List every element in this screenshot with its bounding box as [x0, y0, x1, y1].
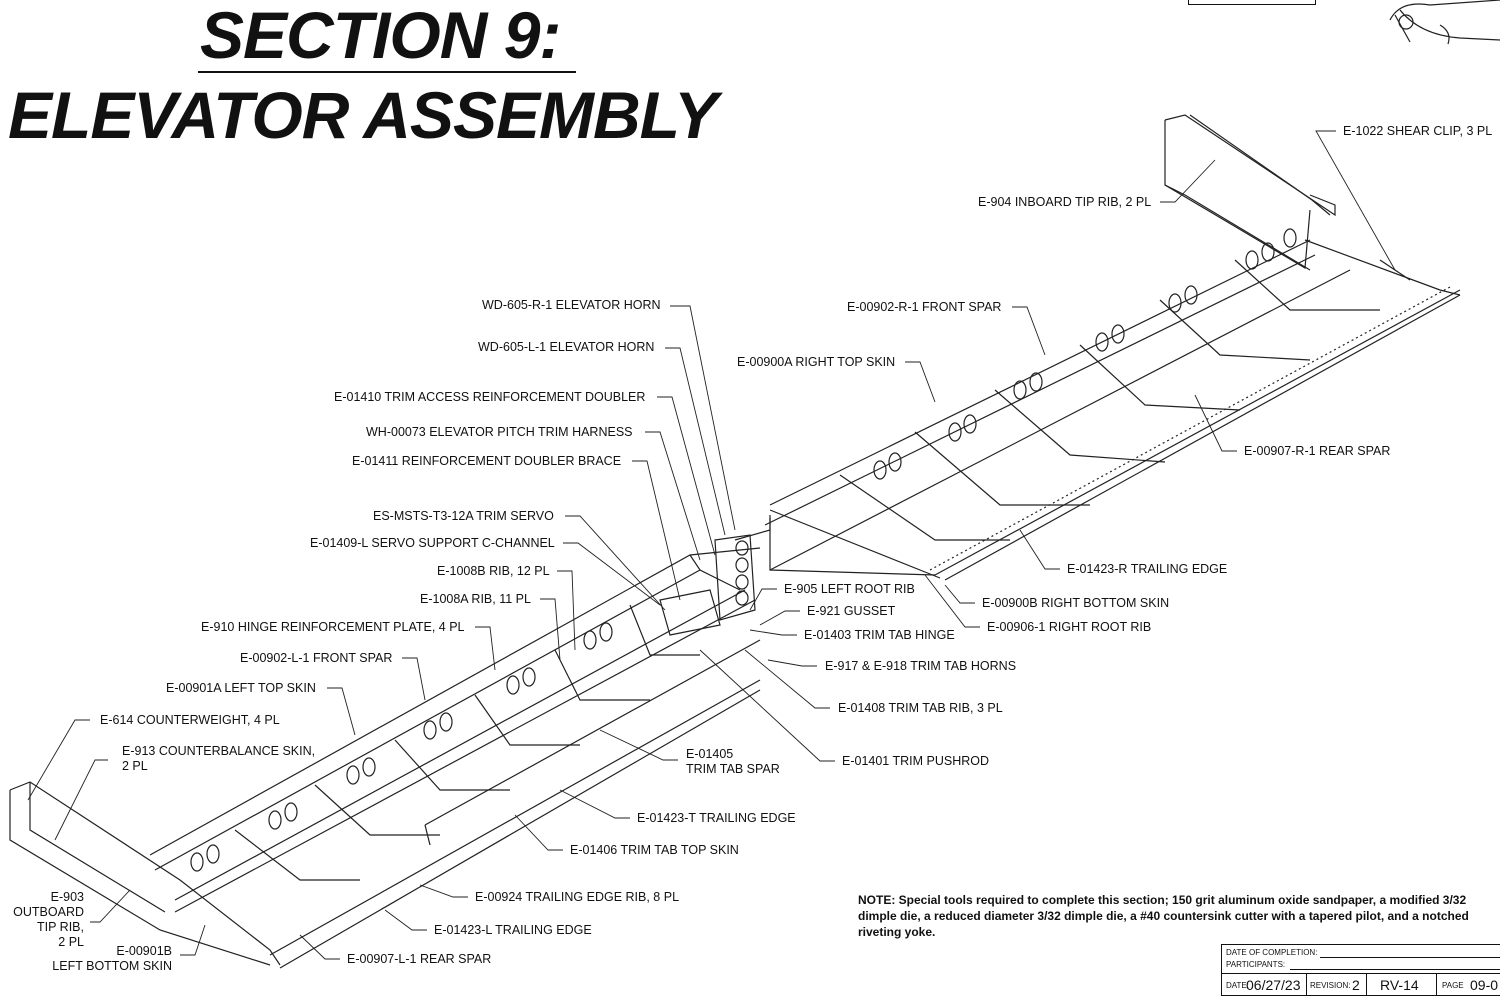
label-outboard-tip-rib-line2: OUTBOARD [13, 905, 84, 919]
label-right-root-rib: E-00906-1 RIGHT ROOT RIB [987, 620, 1152, 634]
label-gusset: E-921 GUSSET [807, 604, 896, 618]
label-left-bottom-skin-line2: LEFT BOTTOM SKIN [52, 959, 172, 973]
label-left-bottom-skin: E-00901B LEFT BOTTOM SKIN [50, 944, 172, 974]
label-trim-tab-horns: E-917 & E-918 TRIM TAB HORNS [825, 659, 1017, 673]
special-tools-note: NOTE: Special tools required to complete… [858, 893, 1469, 939]
label-rib-1008b: E-1008B RIB, 12 PL [437, 564, 550, 578]
completion-line [1320, 957, 1500, 958]
label-outboard-tip-rib-line1: E-903 [50, 890, 84, 904]
model-value: RV-14 [1380, 977, 1419, 993]
label-trailing-edge-rib: E-00924 TRAILING EDGE RIB, 8 PL [475, 890, 680, 904]
page-cell: PAGE 09-0 [1436, 974, 1500, 996]
section-subtitle: ELEVATOR ASSEMBLY [8, 78, 718, 152]
title-block: DATE OF COMPLETION: PARTICIPANTS: DATE: … [1221, 944, 1500, 996]
label-hinge-plate: E-910 HINGE REINFORCEMENT PLATE, 4 PL [201, 620, 465, 634]
label-trim-tab-top-skin: E-01406 TRIM TAB TOP SKIN [570, 843, 739, 857]
left-elevator-outline [9, 515, 771, 969]
title-underline [198, 71, 576, 73]
label-right-top-skin: E-00900A RIGHT TOP SKIN [737, 355, 896, 369]
page-label: PAGE [1442, 981, 1464, 990]
label-rear-spar-l: E-00907-L-1 REAR SPAR [347, 952, 492, 966]
label-counterbalance-skin-line2: 2 PL [122, 759, 148, 773]
page-value: 09-0 [1470, 977, 1499, 993]
revision-value: 2 [1352, 977, 1360, 993]
right-elevator-outline [764, 114, 1461, 581]
label-left-top-skin: E-00901A LEFT TOP SKIN [166, 681, 316, 695]
model-cell: RV-14 [1366, 974, 1437, 996]
label-trim-servo: ES-MSTS-T3-12A TRIM SERVO [373, 509, 554, 523]
label-trim-tab-spar-line2: TRIM TAB SPAR [686, 762, 780, 776]
date-label: DATE: [1226, 981, 1249, 990]
corner-header-box [1188, 0, 1316, 5]
label-counterbalance-skin-line1: E-913 COUNTERBALANCE SKIN, [122, 744, 316, 758]
aircraft-thumbnail-icon [1389, 0, 1500, 45]
label-trailing-edge-r: E-01423-R TRAILING EDGE [1067, 562, 1228, 576]
label-rear-spar-r: E-00907-R-1 REAR SPAR [1244, 444, 1391, 458]
label-servo-channel: E-01409-L SERVO SUPPORT C-CHANNEL [310, 536, 555, 550]
label-front-spar-r: E-00902-R-1 FRONT SPAR [847, 300, 1002, 314]
revision-label: REVISION: [1310, 981, 1351, 990]
date-cell: DATE: 06/27/23 [1222, 974, 1307, 996]
label-pitch-trim-harness: WH-00073 ELEVATOR PITCH TRIM HARNESS [366, 425, 633, 439]
participants-line [1290, 969, 1500, 970]
label-trim-tab-rib: E-01408 TRIM TAB RIB, 3 PL [838, 701, 1003, 715]
date-value: 06/27/23 [1246, 977, 1301, 993]
label-trim-pushrod: E-01401 TRIM PUSHROD [842, 754, 990, 768]
label-horn-r: WD-605-R-1 ELEVATOR HORN [482, 298, 661, 312]
section-title: SECTION 9: [200, 0, 561, 72]
label-trim-tab-hinge: E-01403 TRIM TAB HINGE [804, 628, 955, 642]
title-block-bottom-row: DATE: 06/27/23 REVISION: 2 RV-14 PAGE 09… [1222, 973, 1500, 996]
label-left-root-rib: E-905 LEFT ROOT RIB [784, 582, 915, 596]
label-counterbalance-skin: E-913 COUNTERBALANCE SKIN, 2 PL [122, 744, 315, 774]
label-trim-tab-spar-line1: E-01405 [686, 747, 734, 761]
participants-label: PARTICIPANTS: [1226, 960, 1286, 969]
label-shear-clip: E-1022 SHEAR CLIP, 3 PL [1343, 124, 1493, 138]
label-left-bottom-skin-line1: E-00901B [116, 944, 172, 958]
label-counterweight: E-614 COUNTERWEIGHT, 4 PL [100, 713, 280, 727]
label-outboard-tip-rib: E-903 OUTBOARD TIP RIB, 2 PL [8, 890, 84, 950]
revision-cell: REVISION: 2 [1306, 974, 1367, 996]
label-trim-access-doubler: E-01410 TRIM ACCESS REINFORCEMENT DOUBLE… [334, 390, 646, 404]
leader-lines [27, 130, 1396, 960]
label-doubler-brace: E-01411 REINFORCEMENT DOUBLER BRACE [352, 454, 622, 468]
completion-label: DATE OF COMPLETION: [1226, 948, 1318, 957]
label-front-spar-l: E-00902-L-1 FRONT SPAR [240, 651, 393, 665]
label-outboard-tip-rib-line4: 2 PL [58, 935, 84, 949]
label-right-bottom-skin: E-00900B RIGHT BOTTOM SKIN [982, 596, 1170, 610]
label-outboard-tip-rib-line3: TIP RIB, [36, 920, 84, 934]
label-trailing-edge-l: E-01423-L TRAILING EDGE [434, 923, 592, 937]
label-trailing-edge-t: E-01423-T TRAILING EDGE [637, 811, 796, 825]
label-rib-1008a: E-1008A RIB, 11 PL [420, 592, 531, 606]
label-trim-tab-spar: E-01405 TRIM TAB SPAR [686, 747, 780, 777]
label-horn-l: WD-605-L-1 ELEVATOR HORN [478, 340, 655, 354]
label-inboard-tip-rib: E-904 INBOARD TIP RIB, 2 PL [978, 195, 1152, 209]
